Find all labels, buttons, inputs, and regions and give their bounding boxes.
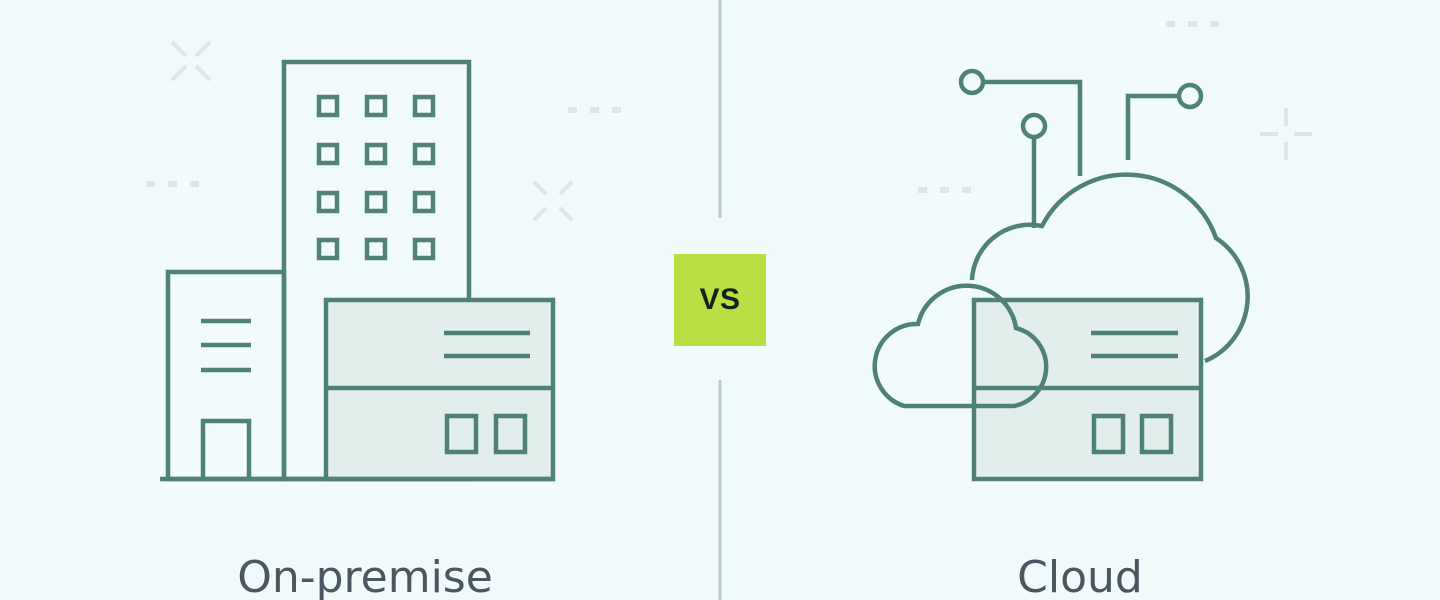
decorative-sparkles <box>146 21 1312 222</box>
circuit-node <box>1176 82 1204 110</box>
cloud-label: Cloud <box>1017 552 1143 600</box>
office-building-icon <box>160 59 556 482</box>
small-building-outline <box>165 269 287 482</box>
tower-windows <box>316 94 436 261</box>
building-door <box>200 418 252 479</box>
vs-label: VS <box>699 283 741 316</box>
cloud-server-icon <box>872 68 1250 482</box>
large-cloud <box>969 172 1250 364</box>
circuit-node <box>958 68 986 96</box>
vs-badge: VS <box>674 254 766 346</box>
server-slots <box>444 330 530 359</box>
small-cloud <box>872 283 1049 409</box>
circuit-node <box>1020 112 1048 140</box>
on-premise-label: On-premise <box>237 552 493 600</box>
server-drive <box>493 413 528 455</box>
small-building-lines <box>201 318 251 373</box>
server-slots <box>1091 330 1178 359</box>
server-drive <box>444 413 479 455</box>
server-drive <box>1091 413 1126 455</box>
server-drive <box>1139 413 1174 455</box>
